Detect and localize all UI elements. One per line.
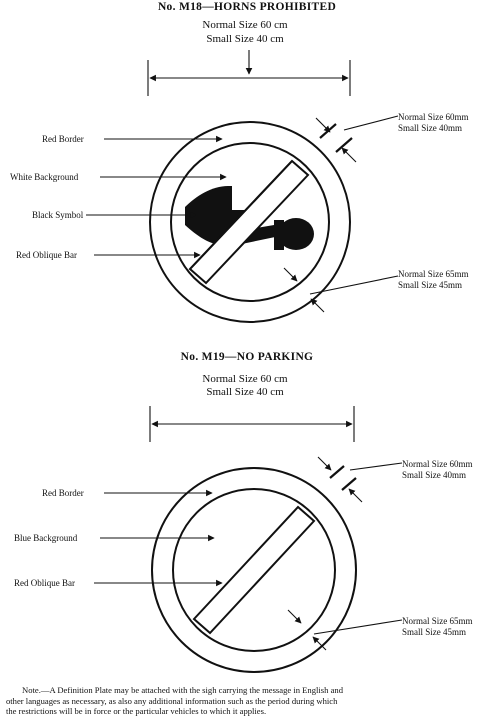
m18-bar-normal: Normal Size 65mm [398, 269, 469, 279]
label-red-border: Red Border [42, 134, 84, 144]
m19-dimension-line [149, 406, 355, 442]
m18-size-normal: Normal Size 60 cm [202, 19, 288, 31]
m18-title: No. M18—HORNS PROHIBITED [158, 1, 336, 13]
m18-border-small: Small Size 40mm [398, 123, 462, 133]
note-line-3: the restrictions will be in force or the… [6, 706, 266, 716]
label-white-background: White Background [10, 172, 79, 182]
note-line-2: other languages as necessary, as also an… [6, 696, 338, 706]
note-line-1: Note.—A Definition Plate may be attached… [22, 685, 344, 695]
footnote: Note.—A Definition Plate may be attached… [6, 685, 344, 716]
label-red-oblique-bar-m19: Red Oblique Bar [14, 578, 75, 588]
m18-size-small: Small Size 40 cm [206, 33, 284, 45]
m19-bar-callout: Normal Size 65mm Small Size 45mm [287, 609, 473, 651]
m18-border-callout: Normal Size 60mm Small Size 40mm [315, 112, 469, 163]
m18-border-normal: Normal Size 60mm [398, 112, 469, 122]
label-blue-background: Blue Background [14, 533, 78, 543]
label-black-symbol: Black Symbol [32, 210, 84, 220]
m18-sign [149, 121, 351, 323]
m18-bar-small: Small Size 45mm [398, 280, 462, 290]
m19-labels: Red Border Blue Background Red Oblique B… [14, 488, 223, 588]
m19-border-callout: Normal Size 60mm Small Size 40mm [317, 456, 473, 503]
m19-bar-normal: Normal Size 65mm [402, 616, 473, 626]
m19-border-small: Small Size 40mm [402, 470, 466, 480]
m19-title: No. M19—NO PARKING [181, 351, 314, 363]
m19-size-normal: Normal Size 60 cm [202, 373, 288, 385]
m19-sign [151, 467, 357, 673]
m18-bar-callout: Normal Size 65mm Small Size 45mm [283, 267, 469, 313]
label-red-oblique-bar: Red Oblique Bar [16, 250, 77, 260]
m19-border-normal: Normal Size 60mm [402, 459, 473, 469]
m19-size-small: Small Size 40 cm [206, 386, 284, 398]
label-red-border-m19: Red Border [42, 488, 84, 498]
m18-labels: Red Border White Background Black Symbol… [10, 134, 227, 260]
m18-dimension-line [147, 50, 351, 96]
m19-bar-small: Small Size 45mm [402, 627, 466, 637]
